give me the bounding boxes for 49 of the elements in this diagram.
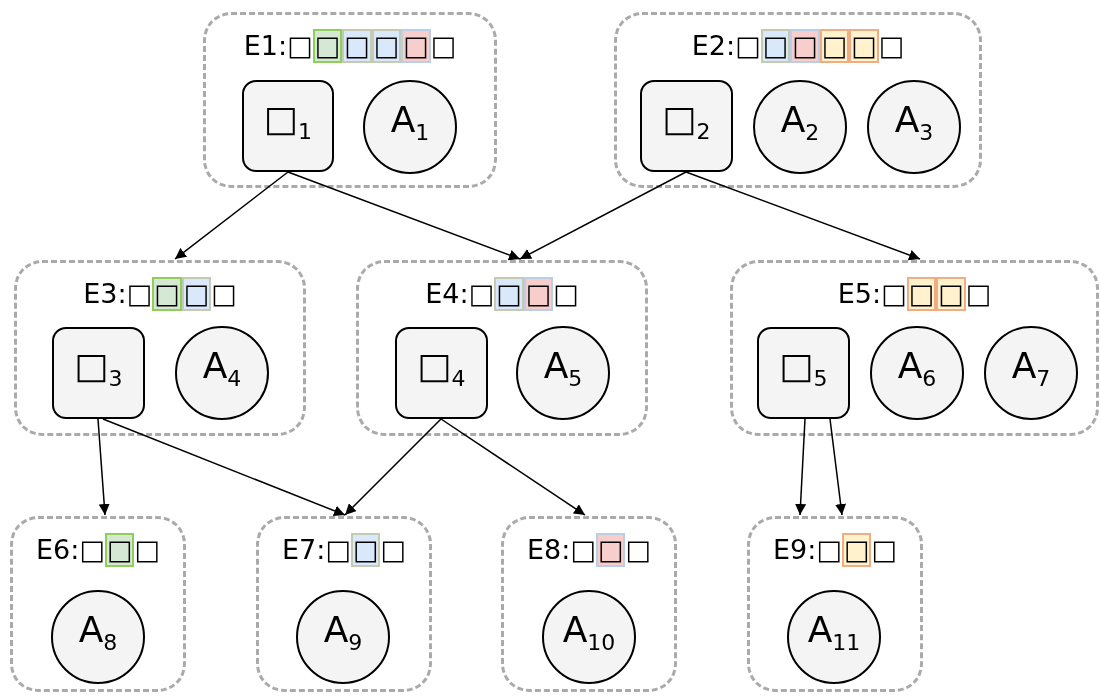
dashed-group-box — [203, 12, 497, 188]
dashed-group-box — [730, 260, 1099, 436]
rounded-square-node — [395, 327, 488, 419]
group-title: E9:□□□ — [772, 533, 898, 567]
group-title: E7:□□□ — [281, 533, 407, 567]
rounded-square-node — [640, 80, 733, 172]
arrow — [795, 418, 807, 516]
rounded-square-node — [242, 80, 334, 172]
group-title: E2:□□□□□□ — [690, 29, 906, 63]
dashed-group-box — [747, 516, 923, 692]
arrow — [685, 171, 921, 261]
dashed-group-box — [14, 260, 306, 436]
node-label: A$_{10}$ — [562, 610, 616, 658]
arrow — [440, 418, 586, 516]
arrow — [174, 171, 289, 260]
node-label: A$_{8}$ — [78, 610, 118, 658]
rounded-square-node — [757, 327, 850, 419]
node-label: A$_{4}$ — [202, 346, 242, 394]
dashed-group-box — [10, 516, 186, 692]
node-label: A$_{6}$ — [897, 346, 937, 394]
dashed-group-box — [501, 516, 677, 692]
group-title: E8:□□□ — [526, 533, 652, 567]
node-label: □$_{1}$ — [264, 99, 312, 147]
group-title: E4:□□□□ — [424, 277, 580, 311]
node-label: □$_{2}$ — [662, 99, 711, 147]
dashed-group-box — [256, 516, 432, 692]
dashed-group-box — [614, 12, 982, 188]
node-label: A$_{9}$ — [323, 610, 363, 658]
arrow — [344, 418, 442, 516]
node-label: A$_{7}$ — [1011, 346, 1051, 394]
node-label: A$_{11}$ — [807, 610, 861, 658]
arrow — [102, 418, 346, 517]
node-label: □$_{4}$ — [417, 346, 466, 394]
node-label: □$_{5}$ — [779, 346, 828, 394]
dashed-group-box — [356, 260, 648, 436]
rounded-square-node — [52, 327, 145, 419]
node-label: A$_{3}$ — [894, 100, 934, 148]
node-label: □$_{3}$ — [74, 346, 123, 394]
node-label: A$_{1}$ — [390, 100, 430, 148]
arrow — [829, 418, 847, 516]
node-label: A$_{5}$ — [543, 346, 583, 394]
arrow — [519, 171, 687, 260]
group-title: E6:□□□ — [35, 533, 161, 567]
group-title: E3:□□□□ — [82, 277, 238, 311]
node-label: A$_{2}$ — [780, 100, 820, 148]
group-title: E5:□□□□ — [836, 277, 993, 311]
arrow — [97, 418, 110, 516]
arrow — [287, 171, 521, 261]
group-title: E1:□□□□□□ — [242, 29, 458, 63]
